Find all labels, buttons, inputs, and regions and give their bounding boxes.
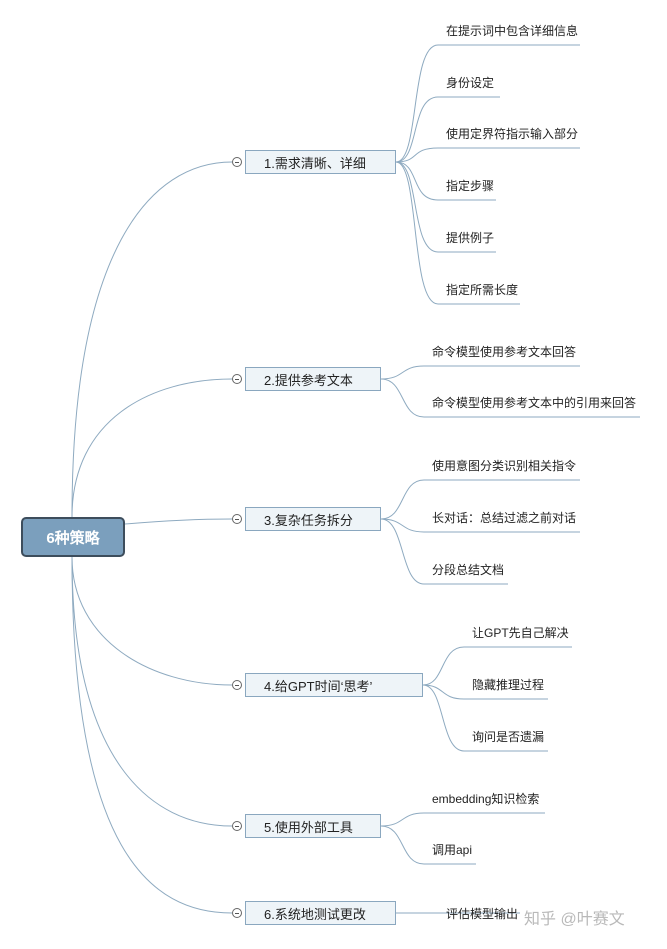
leaf-1-1[interactable]: 在提示词中包含详细信息: [446, 24, 579, 38]
leaf-6-1[interactable]: 评估模型输出: [446, 907, 519, 921]
leaf-link-2-2: [380, 378, 640, 418]
leaf-link-3-1: [380, 479, 580, 520]
branch-5[interactable]: 5.使用外部工具: [245, 814, 381, 838]
leaf-link-4-3: [422, 684, 548, 752]
leaf-3-2[interactable]: 长对话：总结过滤之前对话: [432, 511, 577, 525]
branch-2-label: 2.提供参考文本: [264, 372, 353, 388]
root-node[interactable]: 6种策略: [21, 517, 125, 557]
leaf-link-1-4: [395, 161, 496, 201]
branch-2[interactable]: 2.提供参考文本: [245, 367, 381, 391]
leaf-4-1[interactable]: 让GPT先自己解决: [472, 626, 569, 640]
branch-4[interactable]: 4.给GPT时间‘思考’: [245, 673, 423, 697]
leaf-4-2[interactable]: 隐藏推理过程: [472, 678, 545, 692]
leaf-link-4-1: [422, 646, 572, 686]
root-link-6: [71, 556, 233, 914]
leaf-1-2[interactable]: 身份设定: [446, 76, 495, 90]
leaf-link-3-3: [380, 518, 508, 585]
leaf-1-5[interactable]: 提供例子: [446, 231, 495, 245]
leaf-3-1[interactable]: 使用意图分类识别相关指令: [432, 459, 577, 473]
leaf-link-5-2: [380, 825, 476, 865]
branch-3[interactable]: 3.复杂任务拆分: [245, 507, 381, 531]
leaf-link-2-1: [380, 365, 580, 380]
branch-3-label: 3.复杂任务拆分: [264, 512, 353, 528]
watermark: 知乎 @叶赛文: [524, 911, 625, 928]
leaf-2-2[interactable]: 命令模型使用参考文本中的引用来回答: [432, 396, 637, 410]
leaf-link-1-6: [395, 161, 520, 305]
collapse-toggle-5[interactable]: [232, 821, 242, 831]
leaf-4-3[interactable]: 询问是否遗漏: [472, 730, 545, 744]
leaf-link-1-3: [395, 147, 580, 163]
leaf-link-1-5: [395, 161, 496, 253]
root-label: 6种策略: [46, 529, 100, 547]
branch-1[interactable]: 1.需求清晰、详细: [245, 150, 396, 174]
branch-6[interactable]: 6.系统地测试更改: [245, 901, 396, 925]
leaf-link-1-1: [395, 44, 580, 163]
leaf-1-4[interactable]: 指定步骤: [446, 179, 495, 193]
leaf-link-5-1: [380, 812, 545, 827]
collapse-toggle-6[interactable]: [232, 908, 242, 918]
root-link-5: [71, 556, 233, 827]
collapse-toggle-4[interactable]: [232, 680, 242, 690]
collapse-toggle-1[interactable]: [232, 157, 242, 167]
branch-1-label: 1.需求清晰、详细: [264, 155, 366, 171]
leaf-2-1[interactable]: 命令模型使用参考文本回答: [432, 345, 577, 359]
collapse-toggle-2[interactable]: [232, 374, 242, 384]
root-link-4: [71, 556, 233, 686]
leaf-1-6[interactable]: 指定所需长度: [446, 283, 519, 297]
leaf-3-3[interactable]: 分段总结文档: [432, 563, 505, 577]
leaf-link-1-2: [395, 96, 500, 163]
collapse-toggle-3[interactable]: [232, 514, 242, 524]
branch-4-label: 4.给GPT时间‘思考’: [264, 678, 373, 694]
leaf-link-4-2: [422, 684, 548, 700]
leaf-link-3-2: [380, 518, 580, 533]
branch-5-label: 5.使用外部工具: [264, 819, 353, 835]
leaf-1-3[interactable]: 使用定界符指示输入部分: [446, 127, 579, 141]
root-link-2: [71, 378, 233, 518]
root-link-1: [71, 161, 233, 518]
leaf-5-2[interactable]: 调用api: [432, 843, 473, 857]
root-link-3: [124, 518, 233, 525]
branch-6-label: 6.系统地测试更改: [264, 906, 366, 922]
leaf-5-1[interactable]: embedding知识检索: [432, 792, 540, 806]
